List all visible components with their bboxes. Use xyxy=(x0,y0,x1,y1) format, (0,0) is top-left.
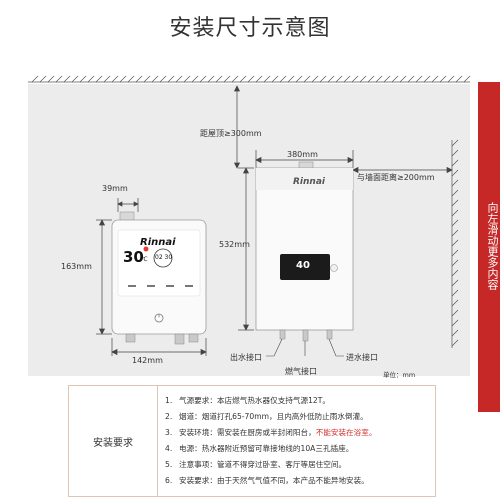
requirements-heading: 安装要求 xyxy=(69,386,158,496)
small-width-label: 39mm xyxy=(102,184,128,193)
connector-pointer-lines xyxy=(266,338,344,357)
page-title: 安装尺寸示意图 xyxy=(169,16,331,41)
water-outlet-label: 出水接口 xyxy=(230,353,262,362)
small-bottom-width-label: 142mm xyxy=(132,356,163,365)
small-water-heater xyxy=(111,211,207,345)
ceiling-distance-label: 距屋顶≥300mm xyxy=(200,129,262,138)
main-width-dimension-line xyxy=(255,150,354,168)
list-item: 2.烟道：烟道打孔65-70mm，且内高外低防止雨水倒灌。 xyxy=(165,412,368,421)
swipe-more-tab[interactable]: 向左滑动更多内容 xyxy=(478,82,500,412)
small-height-label: 163mm xyxy=(61,262,92,271)
control-button-row xyxy=(128,285,193,287)
list-item: 6.安装要求：由于天然气气值不同，本产品不能异地安装。 xyxy=(165,476,369,485)
list-item: 5.注意事项：管道不得穿过卧室、客厅等居住空间。 xyxy=(165,460,347,469)
list-item: 3.安装环境：需安装在厨房或半封闭阳台，不能安装在浴室。 xyxy=(165,428,377,437)
main-unit-brand: Rinnai xyxy=(293,177,325,187)
unit-note: 单位：mm xyxy=(383,371,416,379)
wall-gap-label: 与墙面距离≥200mm xyxy=(357,173,435,182)
gas-inlet-label: 燃气接口 xyxy=(285,367,317,376)
small-unit-temperature: 30 xyxy=(123,248,144,266)
flame-dot-icon xyxy=(143,246,149,252)
main-height-label: 532mm xyxy=(219,240,250,249)
requirements-list: 1.气源要求：本店燃气热水器仅支持气源12T。 2.烟道：烟道打孔65-70mm… xyxy=(165,393,431,489)
main-height-dimension-line xyxy=(238,167,254,331)
main-unit-display: 40 xyxy=(296,260,310,271)
wall-gap-dimension-line xyxy=(352,166,453,174)
main-water-heater xyxy=(255,161,354,342)
small-unit-temperature-unit: ℃ xyxy=(141,256,148,263)
small-unit-time-badge: 02 30 xyxy=(155,254,173,261)
requirements-box: 安装要求 1.气源要求：本店燃气热水器仅支持气源12T。 2.烟道：烟道打孔65… xyxy=(68,385,436,497)
list-item: 1.气源要求：本店燃气热水器仅支持气源12T。 xyxy=(165,396,330,405)
wall-hatch xyxy=(451,139,459,348)
small-unit-brand: Rinnai xyxy=(140,237,176,248)
swipe-more-text: 向左滑动更多内容 xyxy=(486,202,499,290)
main-width-label: 380mm xyxy=(287,150,318,159)
ceiling-hatch xyxy=(28,75,471,83)
list-item: 4.电源：热水器附近预留可靠接地线的10A三孔插座。 xyxy=(165,444,354,453)
ceiling-dimension-line xyxy=(233,85,241,169)
water-inlet-label: 进水接口 xyxy=(346,353,378,362)
small-unit-dimension-lines xyxy=(96,198,207,356)
